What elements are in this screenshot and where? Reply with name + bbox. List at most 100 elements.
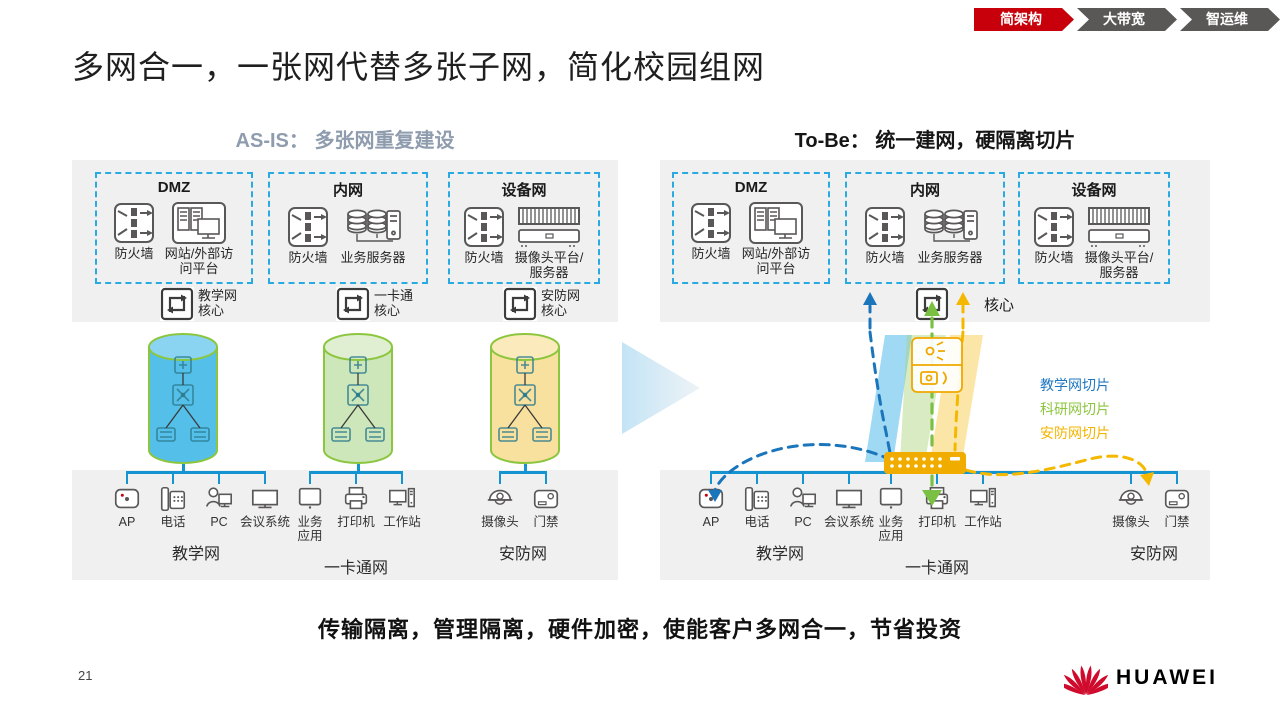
drop-line	[1176, 471, 1178, 484]
network-label: 安防网	[498, 545, 547, 563]
device-camera: 摄像头	[477, 471, 523, 530]
printer-icon	[341, 484, 371, 514]
zone-item-label: 摄像头平台/服务器	[514, 250, 584, 280]
zone-title: DMZ	[157, 179, 191, 196]
business-server-icon	[343, 205, 403, 249]
device-group-teaching: AP 电话 PC 会议系统 教学网	[688, 471, 875, 564]
tablet-icon	[295, 484, 325, 514]
drop-line	[982, 471, 984, 484]
router-icon	[915, 287, 949, 321]
pc-icon	[204, 484, 234, 514]
to-be-label: To-Be：	[794, 130, 870, 152]
page-title: 多网合一，一张网代替多张子网，简化校园组网	[72, 49, 766, 85]
device-camera: 摄像头	[1108, 471, 1154, 530]
device-label: 摄像头	[1112, 515, 1150, 529]
zone-title: 设备网	[501, 182, 547, 199]
device-label: 会议系统	[824, 515, 875, 529]
zone-title: DMZ	[734, 179, 768, 196]
drop-line	[545, 471, 547, 484]
huawei-logo: HUAWEI	[1064, 658, 1218, 698]
key-message: 传输隔离，管理隔离，硬件加密，使能客户多网合一，节省投资	[317, 617, 962, 642]
web-platform-icon	[171, 201, 227, 245]
ap-icon	[696, 484, 726, 514]
device-label: 电话	[160, 515, 186, 529]
device-group-onecard: 业务应用 打印机 工作站 一卡通网	[868, 471, 1006, 578]
device-printer: 打印机	[914, 471, 960, 544]
firewall-icon	[1032, 205, 1076, 249]
as-is-panel: DMZ 防火墙 网站/外部访问平台 内网 防火墙	[72, 160, 618, 580]
core-security: 安防网核心	[503, 287, 587, 321]
phone-icon	[158, 484, 188, 514]
zone-dmz: DMZ 防火墙 网站/外部访问平台	[95, 172, 253, 284]
device-workstation: 工作站	[379, 471, 425, 544]
printer-icon	[922, 484, 952, 514]
device-ap: AP	[688, 471, 734, 530]
core-onecard: 一卡通核心	[336, 287, 420, 321]
device-door-access: 门禁	[1154, 471, 1200, 530]
tablet-icon	[876, 484, 906, 514]
device-label: AP	[118, 515, 136, 529]
device-pc: PC	[780, 471, 826, 530]
network-label: 一卡通网	[323, 559, 388, 577]
firewall-icon	[286, 205, 330, 249]
to-be-heading: To-Be： 统一建网，硬隔离切片	[660, 124, 1210, 153]
uplink-line	[524, 464, 527, 472]
device-conference: 会议系统	[824, 471, 875, 530]
drop-line	[355, 471, 357, 484]
security-network-cylinder	[490, 333, 560, 464]
tab-smart-ops[interactable]: 智运维	[1180, 8, 1280, 31]
device-label: 业务应用	[297, 515, 323, 543]
zone-item-label: 业务服务器	[340, 250, 406, 265]
network-label: 安防网	[1129, 545, 1178, 563]
zone-item-label: 防火墙	[691, 246, 731, 261]
core-label: 安防网核心	[541, 288, 581, 318]
zone-title: 内网	[909, 182, 940, 199]
zone-item-label: 网站/外部访问平台	[741, 246, 811, 276]
unified-core-router	[915, 287, 949, 321]
zone-item-label: 防火墙	[865, 250, 905, 265]
device-label: 打印机	[337, 515, 375, 529]
uplink-line	[357, 464, 360, 472]
drop-line	[309, 471, 311, 484]
device-group-onecard: 业务应用 打印机 工作站 一卡通网	[287, 471, 425, 578]
drop-line	[126, 471, 128, 484]
network-label: 教学网	[171, 545, 220, 563]
pc-icon	[788, 484, 818, 514]
router-icon	[160, 287, 194, 321]
camera-icon	[485, 484, 515, 514]
zone-item-label: 防火墙	[288, 250, 328, 265]
device-ap: AP	[104, 471, 150, 530]
page-number: 21	[78, 668, 93, 683]
legend-security-slice: 安防网切片	[1040, 425, 1110, 441]
teaching-slice-shape	[865, 335, 912, 462]
core-label: 一卡通核心	[374, 288, 414, 318]
as-is-heading: AS-IS： 多张网重复建设	[72, 124, 618, 153]
onecard-network-cylinder	[323, 333, 393, 464]
zone-item-label: 网站/外部访问平台	[164, 246, 234, 276]
camera-server-icon	[1087, 205, 1151, 249]
device-label: 门禁	[533, 515, 559, 529]
core-label: 核心	[984, 297, 1015, 314]
device-label: 工作站	[383, 515, 421, 529]
to-be-panel: DMZ 防火墙 网站/外部访问平台 内网 防火墙	[660, 160, 1210, 580]
brand-name: HUAWEI	[1116, 666, 1218, 689]
router-icon	[336, 287, 370, 321]
device-conference: 会议系统	[240, 471, 290, 530]
tab-simple-architecture[interactable]: 简架构	[974, 8, 1074, 31]
tab-big-bandwidth[interactable]: 大带宽	[1077, 8, 1177, 31]
zone-item-label: 摄像头平台/服务器	[1084, 250, 1154, 280]
camera-icon	[1116, 484, 1146, 514]
device-workstation: 工作站	[960, 471, 1006, 544]
device-phone: 电话	[734, 471, 780, 530]
zone-item-label: 防火墙	[464, 250, 504, 265]
device-group-security: 摄像头 门禁 安防网	[1108, 471, 1200, 564]
drop-line	[218, 471, 220, 484]
device-business-app: 业务应用	[287, 471, 333, 544]
camera-server-icon	[517, 205, 581, 249]
teaching-network-cylinder	[148, 333, 218, 464]
network-label: 一卡通网	[904, 559, 969, 577]
device-pc: PC	[196, 471, 242, 530]
drop-line	[264, 471, 266, 484]
drop-line	[1130, 471, 1132, 484]
